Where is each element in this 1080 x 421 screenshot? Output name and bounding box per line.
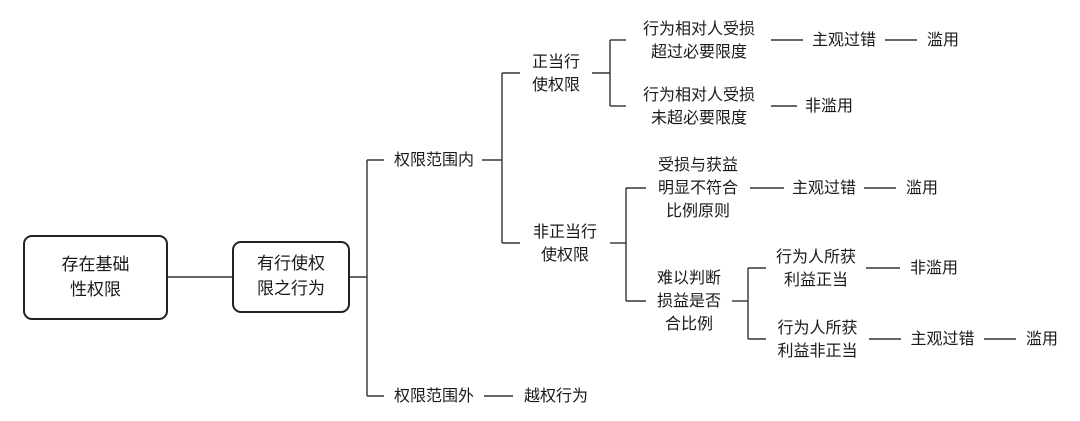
illegit-benefit-label: 行为人所获 利益非正当 (777, 318, 858, 360)
illegit-fault-label: 主观过错 (910, 329, 975, 348)
improper-exercise-label: 非正当行 使权限 (532, 222, 597, 264)
excess-result-label: 滥用 (926, 30, 959, 49)
not-excess-harm-label: 行为相对人受损 未超必要限度 (642, 85, 755, 127)
center-node: 有行使权 限之行为 (232, 241, 350, 313)
excess-fault-label: 主观过错 (811, 30, 876, 49)
excess-harm-label: 行为相对人受损 超过必要限度 (642, 19, 755, 61)
beyond-result-label: 越权行为 (523, 386, 588, 405)
root-node: 存在基础 性权限 (23, 235, 168, 320)
proper-exercise-label: 正当行 使权限 (531, 52, 580, 94)
disproportion-label: 受损与获益 明显不符合 比例原则 (657, 155, 738, 220)
legit-result-label: 非滥用 (909, 258, 958, 277)
disproportion-fault-label: 主观过错 (791, 178, 856, 197)
legit-benefit-label: 行为人所获 利益正当 (775, 247, 856, 289)
not-excess-result-label: 非滥用 (804, 96, 853, 115)
beyond-scope-label: 权限范围外 (393, 386, 474, 405)
disproportion-result-label: 滥用 (905, 178, 938, 197)
within-scope-label: 权限范围内 (393, 150, 474, 169)
hard-to-judge-label: 难以判断 损益是否 合比例 (656, 268, 721, 333)
illegit-result-label: 滥用 (1025, 329, 1058, 348)
